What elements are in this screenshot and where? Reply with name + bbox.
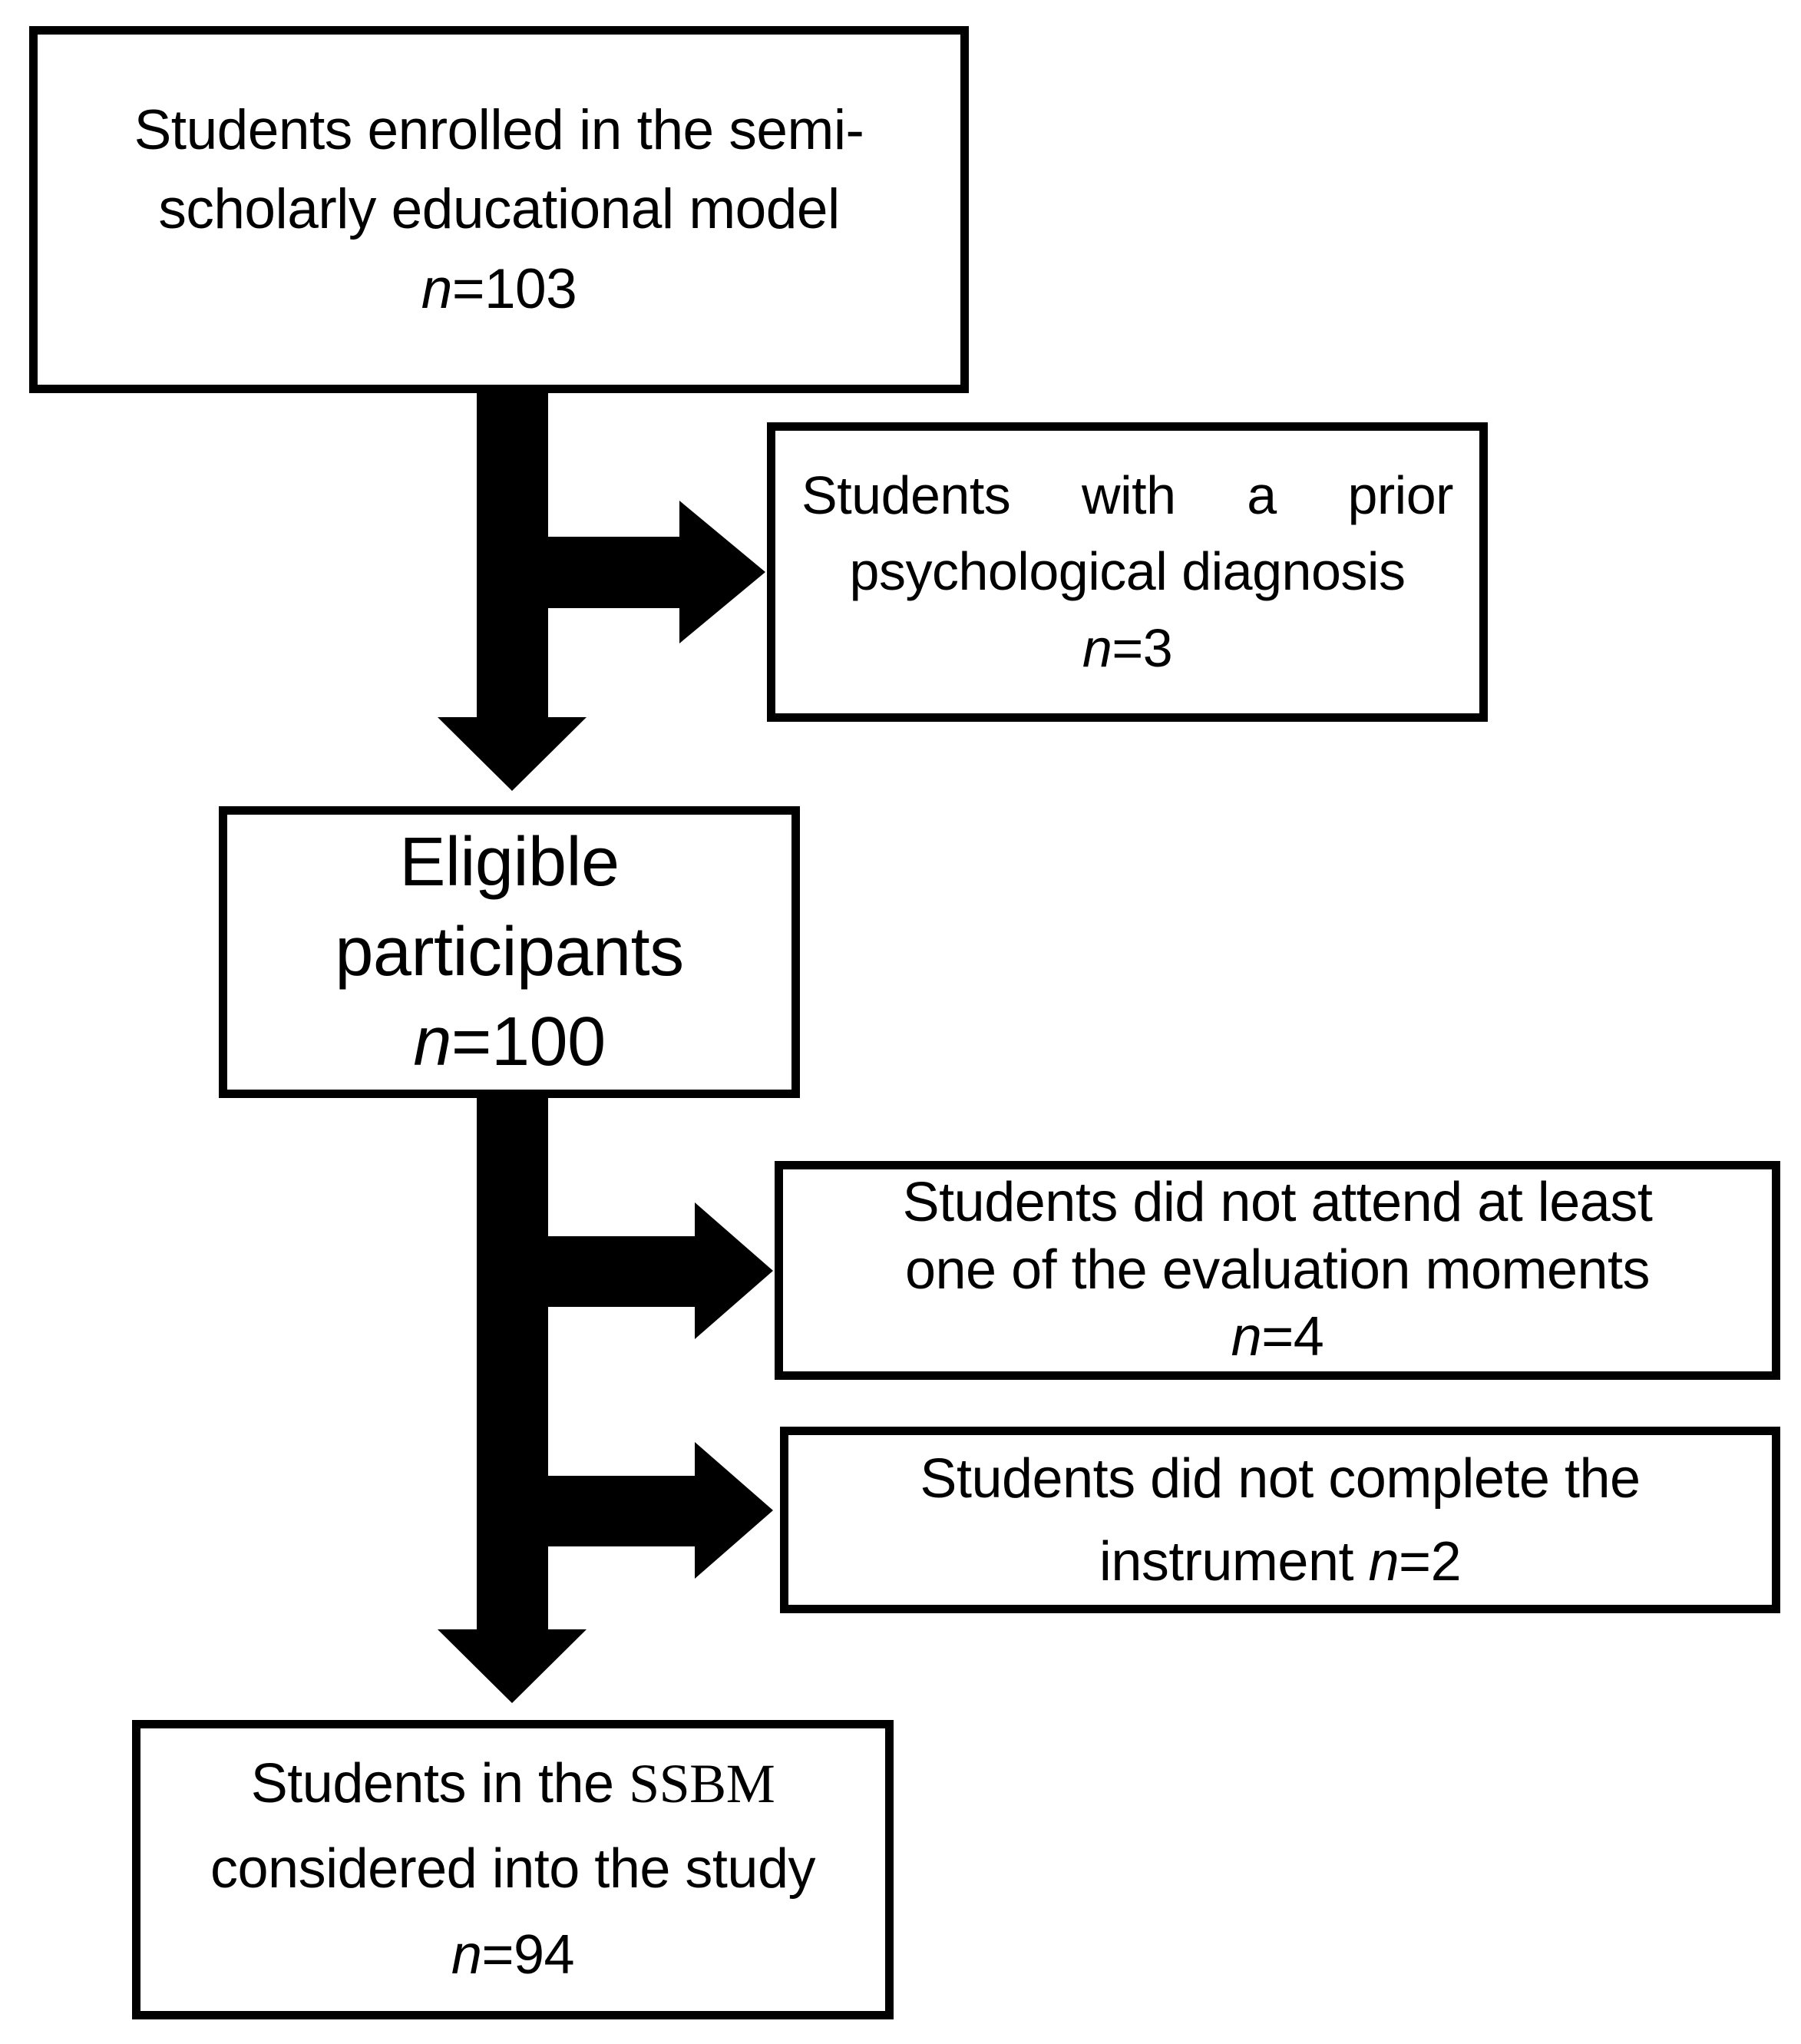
sample-size: n=4 bbox=[1231, 1304, 1324, 1371]
box-text-line: Students in the SSBM bbox=[251, 1741, 775, 1827]
box-eligible-participants: Eligible participants n=100 bbox=[219, 806, 800, 1098]
box-text-line: participants bbox=[335, 913, 684, 991]
box-text-line: Students did not attend at least bbox=[902, 1171, 1653, 1233]
sample-size: n=94 bbox=[451, 1913, 575, 1999]
box-text-line: Eligible bbox=[399, 823, 620, 901]
word: Students bbox=[801, 465, 1011, 525]
word: prior bbox=[1347, 465, 1453, 525]
word: a bbox=[1247, 465, 1277, 525]
box-text-line: considered into the study bbox=[210, 1838, 816, 1900]
n-symbol: n bbox=[421, 257, 453, 320]
box-not-attend: Students did not attend at least one of … bbox=[775, 1161, 1780, 1380]
n-value: =94 bbox=[481, 1923, 575, 1986]
n-value: =103 bbox=[451, 257, 577, 320]
n-symbol: n bbox=[413, 1003, 451, 1080]
box-final-included: Students in the SSBM considered into the… bbox=[132, 1720, 894, 2019]
ssbm-acronym: SSBM bbox=[629, 1752, 775, 1814]
n-symbol: n bbox=[1231, 1306, 1262, 1368]
n-value: =100 bbox=[451, 1003, 606, 1080]
box-not-complete: Students did not complete the instrument… bbox=[780, 1427, 1780, 1613]
arrow-right-to-not-attend-icon bbox=[548, 1202, 773, 1339]
sample-size: n=100 bbox=[413, 997, 606, 1087]
arrow-down-enrolled-to-eligible-icon bbox=[438, 388, 587, 791]
box-text-line: psychological diagnosis bbox=[849, 541, 1406, 602]
sample-size: n=103 bbox=[421, 250, 577, 329]
text-prefix: instrument bbox=[1099, 1530, 1369, 1593]
box-text-line: Students did not complete the bbox=[920, 1447, 1641, 1510]
box-text-line: Students with a prior bbox=[775, 458, 1479, 534]
n-value: =2 bbox=[1399, 1530, 1462, 1593]
arrow-right-to-prior-diagnosis-icon bbox=[548, 501, 765, 643]
n-symbol: n bbox=[451, 1923, 482, 1986]
box-enrolled: Students enrolled in the semi- scholarly… bbox=[29, 26, 969, 393]
box-text-line: Students enrolled in the semi- bbox=[134, 98, 864, 161]
box-text-line: one of the evaluation moments bbox=[904, 1239, 1651, 1301]
n-value: =3 bbox=[1112, 617, 1173, 678]
box-text-line: instrument n=2 bbox=[1099, 1520, 1462, 1603]
word: with bbox=[1082, 465, 1176, 525]
n-value: =4 bbox=[1261, 1306, 1324, 1368]
text-prefix: Students in the bbox=[250, 1752, 630, 1814]
sample-size: n=3 bbox=[1082, 610, 1173, 686]
n-symbol: n bbox=[1368, 1530, 1399, 1593]
box-prior-diagnosis: Students with a prior psychological diag… bbox=[767, 422, 1488, 722]
arrow-right-to-not-complete-icon bbox=[548, 1442, 773, 1579]
n-symbol: n bbox=[1082, 617, 1112, 678]
arrow-down-eligible-to-included-icon bbox=[438, 1096, 587, 1703]
box-text-line: scholarly educational model bbox=[158, 178, 840, 241]
